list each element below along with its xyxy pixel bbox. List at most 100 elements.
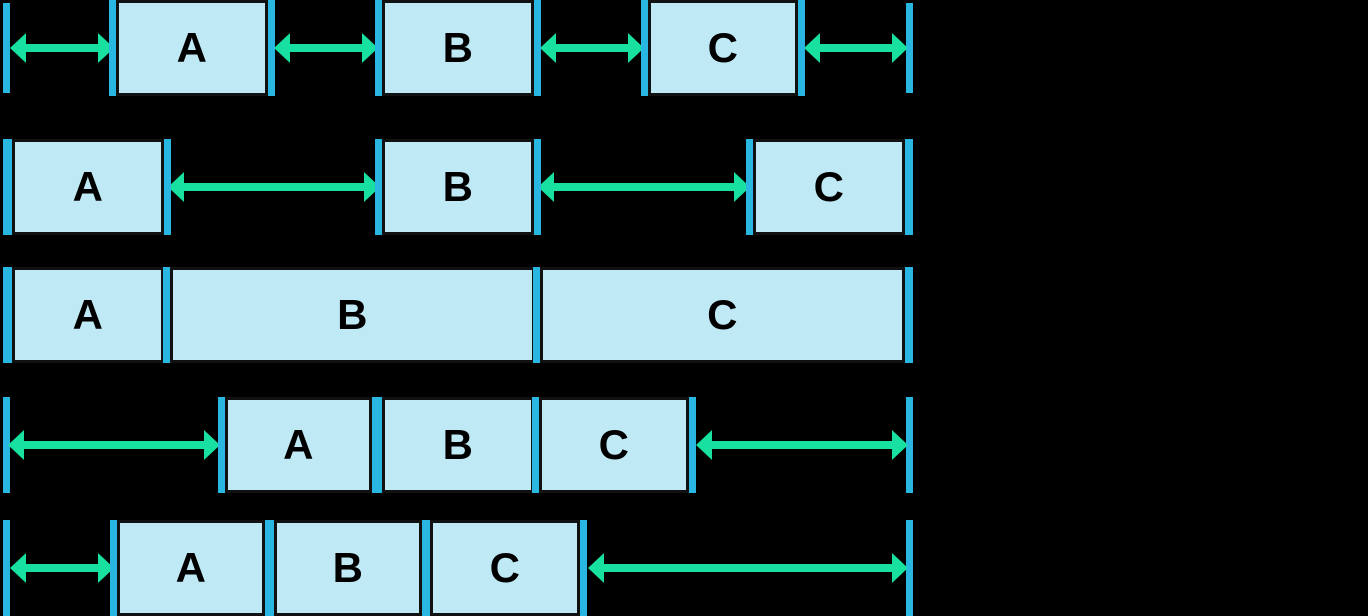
item-left-edge-marker	[5, 139, 12, 235]
item-right-edge-marker	[798, 0, 805, 96]
item-left-edge-marker	[641, 0, 648, 96]
arrow-shaft	[601, 564, 895, 572]
flex-item-box: C	[753, 139, 905, 235]
container-left-edge	[3, 520, 10, 616]
item-right-edge-marker	[534, 0, 541, 96]
flex-item-label: C	[707, 24, 739, 71]
flex-item-label: C	[813, 163, 845, 210]
item-right-edge-marker	[268, 0, 275, 96]
flex-item-box: B	[382, 397, 534, 493]
arrow-head-right-icon	[892, 33, 908, 63]
item-left-edge-marker	[267, 520, 274, 616]
item-left-edge-marker	[5, 267, 12, 363]
item-left-edge-marker	[423, 520, 430, 616]
flex-item-box: C	[430, 520, 580, 616]
gap-arrow-2	[538, 172, 750, 202]
container-right-edge	[906, 3, 913, 93]
flex-row-stretch: A B C	[0, 267, 1368, 363]
arrow-head-right-icon	[892, 430, 908, 460]
arrow-head-right-icon	[892, 553, 908, 583]
arrow-shaft	[21, 441, 207, 449]
flex-item-label: B	[442, 421, 474, 468]
container-right-edge	[906, 520, 913, 616]
flex-item-box: A	[225, 397, 372, 493]
item-left-edge-marker	[109, 0, 116, 96]
flex-item-label: B	[442, 163, 474, 210]
gap-arrow-2	[274, 33, 378, 63]
flex-item-box: B	[274, 520, 422, 616]
item-right-edge-marker	[580, 520, 587, 616]
flex-item-label: B	[332, 544, 364, 591]
arrow-shaft	[709, 441, 895, 449]
arrow-shaft	[23, 564, 101, 572]
flex-item-box: C	[540, 267, 905, 363]
arrow-head-left-icon	[274, 33, 290, 63]
flex-item-box: A	[12, 139, 164, 235]
arrow-head-left-icon	[538, 172, 554, 202]
gap-arrow-4	[804, 33, 908, 63]
gap-arrow-1	[168, 172, 380, 202]
item-left-edge-marker	[218, 397, 225, 493]
gap-arrow-2	[588, 553, 908, 583]
arrow-head-left-icon	[588, 553, 604, 583]
arrow-head-left-icon	[10, 33, 26, 63]
flex-item-label: C	[598, 421, 630, 468]
gap-arrow-1	[10, 33, 114, 63]
item-left-edge-marker	[110, 520, 117, 616]
arrow-shaft	[551, 183, 737, 191]
flex-item-box: A	[117, 520, 265, 616]
gap-arrow-3	[540, 33, 644, 63]
arrow-head-left-icon	[804, 33, 820, 63]
item-left-edge-marker	[375, 0, 382, 96]
arrow-shaft	[817, 44, 895, 52]
arrow-head-left-icon	[8, 430, 24, 460]
item-left-edge-marker	[375, 397, 382, 493]
flex-item-label: A	[176, 24, 208, 71]
flex-item-label: A	[72, 163, 104, 210]
flex-item-label: B	[337, 291, 368, 338]
flex-item-label: C	[707, 291, 738, 338]
item-left-edge-marker	[163, 267, 170, 363]
item-right-edge-marker	[905, 267, 912, 363]
arrow-head-right-icon	[628, 33, 644, 63]
flex-item-box: C	[539, 397, 689, 493]
flex-row-center: A B C	[0, 397, 1368, 493]
flex-item-label: A	[72, 291, 104, 338]
flex-item-label: B	[442, 24, 474, 71]
flex-item-box: B	[170, 267, 535, 363]
arrow-shaft	[287, 44, 365, 52]
gap-arrow-1	[8, 430, 220, 460]
arrow-shaft	[181, 183, 367, 191]
item-left-edge-marker	[746, 139, 753, 235]
flex-row-flex-start: A B C	[0, 520, 1368, 616]
arrow-head-left-icon	[696, 430, 712, 460]
container-right-edge	[906, 397, 913, 493]
flex-item-box: B	[382, 0, 534, 96]
gap-arrow-1	[10, 553, 114, 583]
gap-arrow-2	[696, 430, 908, 460]
flex-item-box: B	[382, 139, 534, 235]
flex-item-label: A	[175, 544, 207, 591]
item-left-edge-marker	[375, 139, 382, 235]
container-left-edge	[3, 3, 10, 93]
arrow-shaft	[553, 44, 631, 52]
arrow-head-right-icon	[362, 33, 378, 63]
flex-item-label: C	[489, 544, 521, 591]
arrow-head-right-icon	[204, 430, 220, 460]
arrow-head-left-icon	[10, 553, 26, 583]
arrow-shaft	[23, 44, 101, 52]
item-right-edge-marker	[905, 139, 912, 235]
flex-row-space-around: A B C	[0, 0, 1368, 96]
container-left-edge	[3, 397, 10, 493]
flex-item-box: A	[116, 0, 268, 96]
item-left-edge-marker	[533, 267, 540, 363]
flex-item-box: A	[12, 267, 164, 363]
arrow-head-left-icon	[168, 172, 184, 202]
item-right-edge-marker	[164, 139, 171, 235]
arrow-head-left-icon	[540, 33, 556, 63]
item-right-edge-marker	[689, 397, 696, 493]
flex-item-box: C	[648, 0, 798, 96]
flex-row-space-between: A B C	[0, 139, 1368, 235]
item-right-edge-marker	[534, 139, 541, 235]
